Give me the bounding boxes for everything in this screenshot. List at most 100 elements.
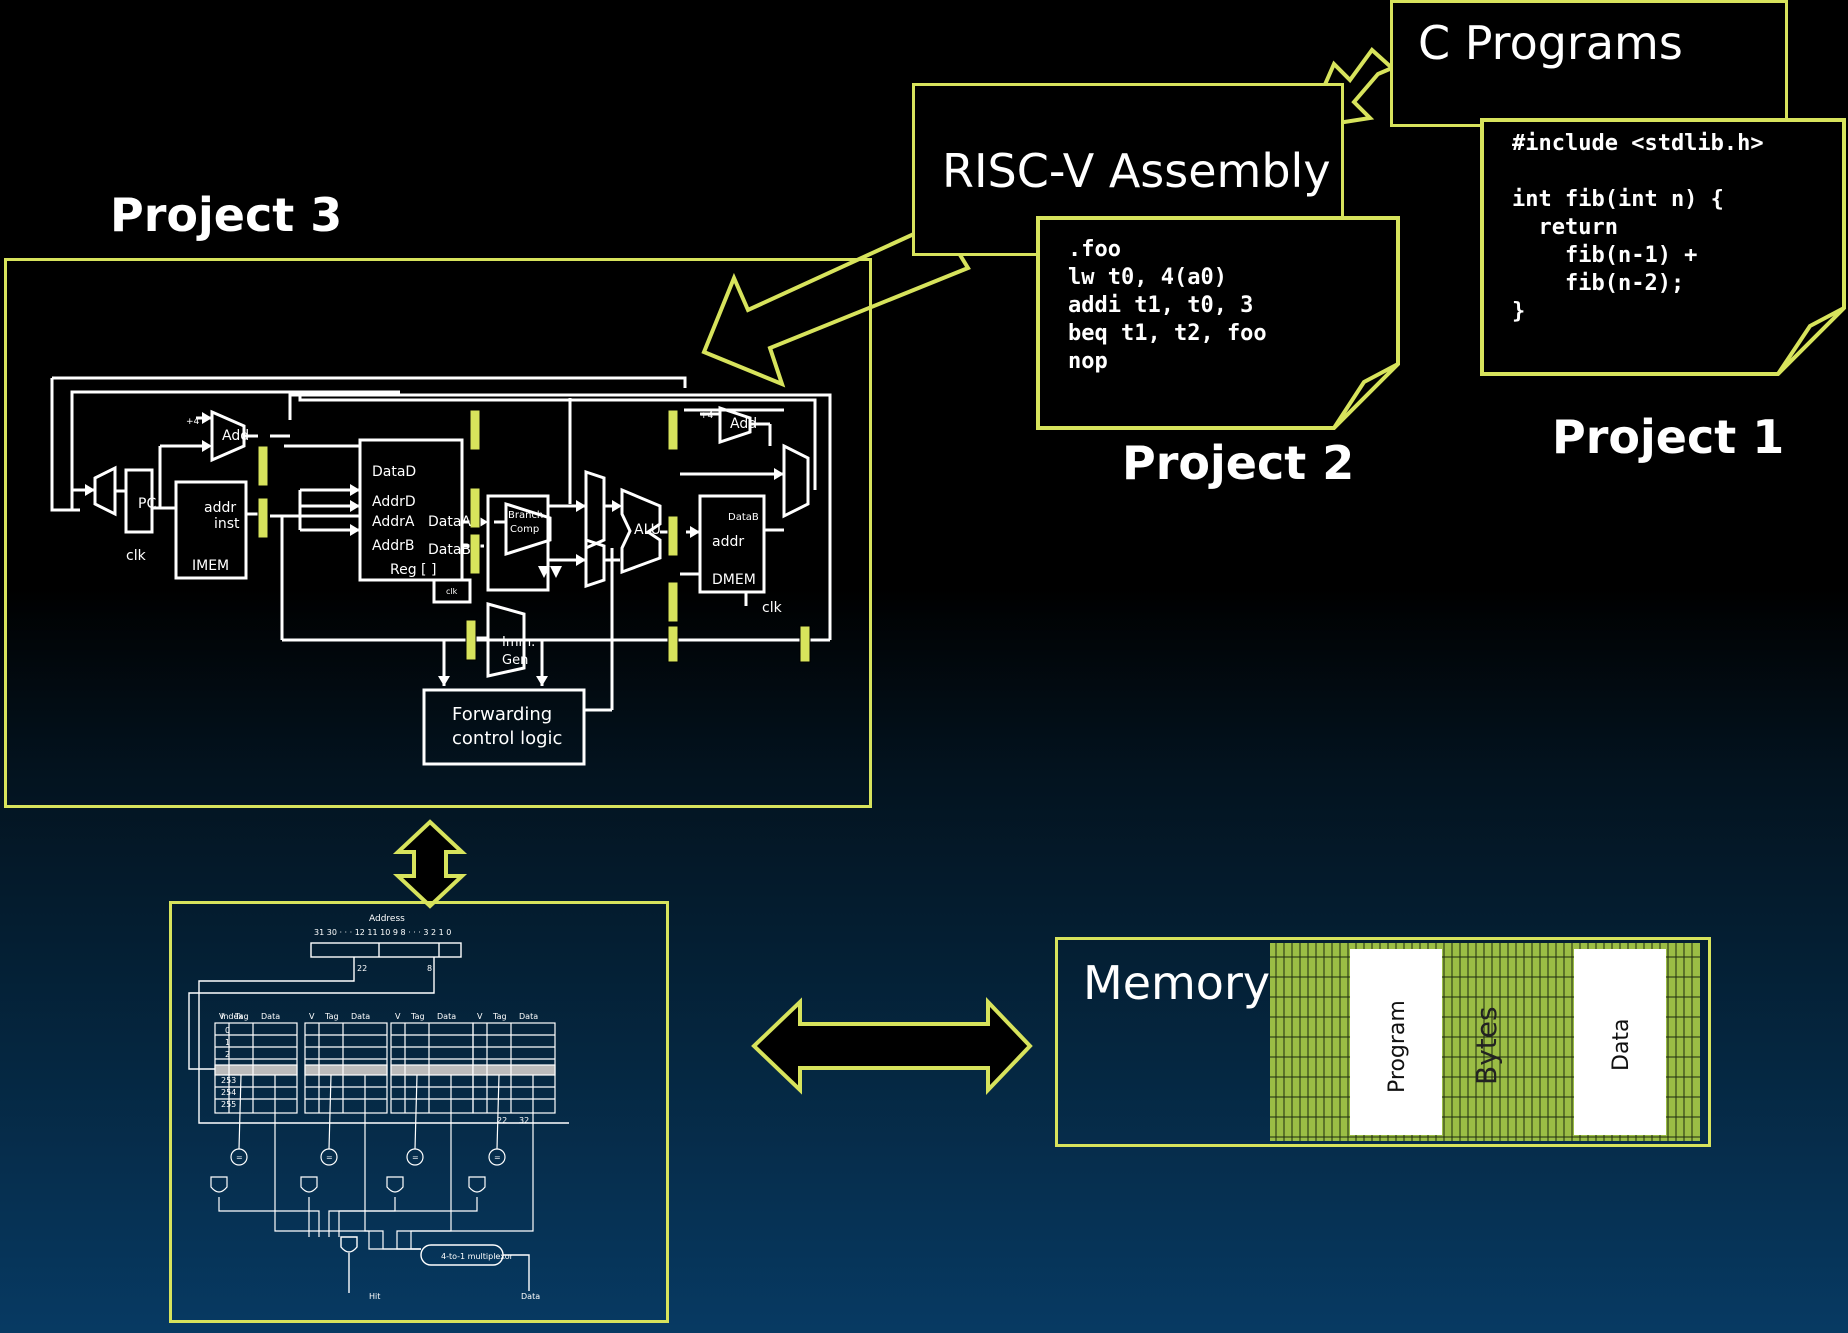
pipeline-reg <box>667 409 679 451</box>
control-logic-label: control logic <box>452 728 562 749</box>
address-bits-label: 31 30 · · · 12 11 10 9 8 · · · 3 2 1 0 <box>314 928 451 937</box>
data-width-label: 32 <box>519 1116 529 1125</box>
cache-selected-row <box>472 1064 556 1076</box>
cache-data-header: Data <box>519 1012 538 1021</box>
cache-selected-row <box>214 1064 298 1076</box>
reg-clk-label: clk <box>446 587 458 596</box>
c-code-page <box>1480 118 1846 376</box>
reg-label: Reg [ ] <box>390 562 436 578</box>
cache-tag-header: Tag <box>492 1012 507 1021</box>
cache-address-label: Address <box>369 914 405 924</box>
cache-data-header: Data <box>351 1012 370 1021</box>
row-2: 2 <box>225 1050 230 1059</box>
cache-tag-header: Tag <box>234 1012 249 1021</box>
datab-label: DataB <box>428 542 471 558</box>
cache-data-wire <box>364 1075 421 1250</box>
dmem-clk-label: clk <box>762 600 783 616</box>
project1-label: Project 1 <box>1552 410 1785 464</box>
pipeline-reg <box>465 619 477 661</box>
bytes-label: Bytes <box>1470 1006 1503 1085</box>
tag-width-label: 22 <box>357 964 367 973</box>
project3-label: Project 3 <box>110 188 343 242</box>
pipeline-reg <box>257 445 269 487</box>
pipeline-reg <box>469 409 481 451</box>
arrow-cache-memory <box>751 997 1033 1095</box>
tag-width-label-2: 22 <box>497 1116 507 1125</box>
pipeline-reg <box>799 625 811 663</box>
program-region <box>1350 949 1442 1135</box>
cache-hit-wire <box>308 1197 320 1237</box>
cache-comparator-label: = <box>494 1153 501 1162</box>
row-0: 0 <box>225 1026 230 1035</box>
cache-and-gate <box>300 1176 318 1193</box>
cache-v-header: V <box>477 1012 483 1021</box>
cache-comparator-label: = <box>412 1153 419 1162</box>
cache-hit-wire <box>218 1197 310 1237</box>
cache-and-gate <box>468 1176 486 1193</box>
memory-box <box>1055 937 1711 1147</box>
cache-tag-wire <box>496 1074 500 1150</box>
data-output-label: Data <box>521 1292 540 1301</box>
cache-tag-header: Tag <box>410 1012 425 1021</box>
plus4-label-2: +4 <box>700 411 714 421</box>
clk-label: clk <box>126 548 147 564</box>
imem-addr-label: addr <box>204 500 236 516</box>
memory-title: Memory <box>1083 956 1271 1010</box>
addrb-label: AddrB <box>372 538 414 554</box>
dmem-datab-label: DataB <box>728 512 759 523</box>
row-1: 1 <box>225 1038 230 1047</box>
imem-label: IMEM <box>192 558 229 574</box>
cache-data-wire <box>396 1075 452 1250</box>
data-region <box>1574 949 1666 1135</box>
c-programs-box <box>1390 0 1788 127</box>
pipeline-reg <box>257 497 269 539</box>
imm-label: Imm. <box>502 635 535 650</box>
arrow-datapath-cache <box>392 819 468 909</box>
pipeline-reg <box>469 533 481 575</box>
pipeline-reg <box>667 515 679 557</box>
addrd-label: AddrD <box>372 494 416 510</box>
asm-code: .foo lw t0, 4(a0) addi t1, t0, 3 beq t1,… <box>1068 237 1267 374</box>
dmem-label: DMEM <box>712 572 756 588</box>
cache-tag-header: Tag <box>324 1012 339 1021</box>
cache-tag-wire <box>414 1074 418 1150</box>
arrow-asm-to-datapath <box>701 219 971 388</box>
cache-and-gate <box>386 1176 404 1193</box>
cache-v-header: V <box>395 1012 401 1021</box>
alu-label: ALU <box>634 522 661 538</box>
adder2-label: Add <box>730 416 757 432</box>
cache-comparator-label: = <box>236 1153 243 1162</box>
datapath-box <box>4 258 872 808</box>
hit-output-label: Hit <box>369 1292 380 1301</box>
addra-label: AddrA <box>372 514 415 530</box>
cache-tag-wire <box>238 1074 242 1150</box>
cache-data-header: Data <box>437 1012 456 1021</box>
gen-label: Gen <box>502 653 528 668</box>
mux-label: 4-to-1 multiplexor <box>441 1252 514 1261</box>
risc-v-assembly-title: RISC-V Assembly <box>942 144 1331 198</box>
cache-v-header: V <box>219 1012 225 1021</box>
cache-selected-row <box>304 1064 388 1076</box>
pipeline-reg <box>469 487 481 529</box>
memory-grid: Program Bytes Data <box>1270 943 1700 1141</box>
asm-code-page <box>1036 216 1400 430</box>
index-width-label: 8 <box>427 964 432 973</box>
cache-and-gate <box>210 1176 228 1193</box>
data-label: Data <box>1609 1018 1634 1071</box>
comp-label: Comp <box>510 524 539 535</box>
adder-label: Add <box>222 428 249 444</box>
cache-diagram: Address 31 30 · · · 12 11 10 9 8 · · · 3… <box>188 914 569 1301</box>
cache-hit-wire <box>338 1197 478 1237</box>
cache-box <box>169 901 669 1323</box>
pipeline-reg <box>667 625 679 663</box>
index-header: Index <box>221 1012 243 1021</box>
project2-label: Project 2 <box>1122 436 1355 490</box>
dmem-addr-label: addr <box>712 534 744 550</box>
cache-comparator-label: = <box>326 1153 333 1162</box>
dataa-label: DataA <box>428 514 471 530</box>
cache-selected-row <box>390 1064 474 1076</box>
c-code: #include <stdlib.h> int fib(int n) { ret… <box>1512 131 1764 324</box>
c-programs-title: C Programs <box>1418 16 1683 70</box>
